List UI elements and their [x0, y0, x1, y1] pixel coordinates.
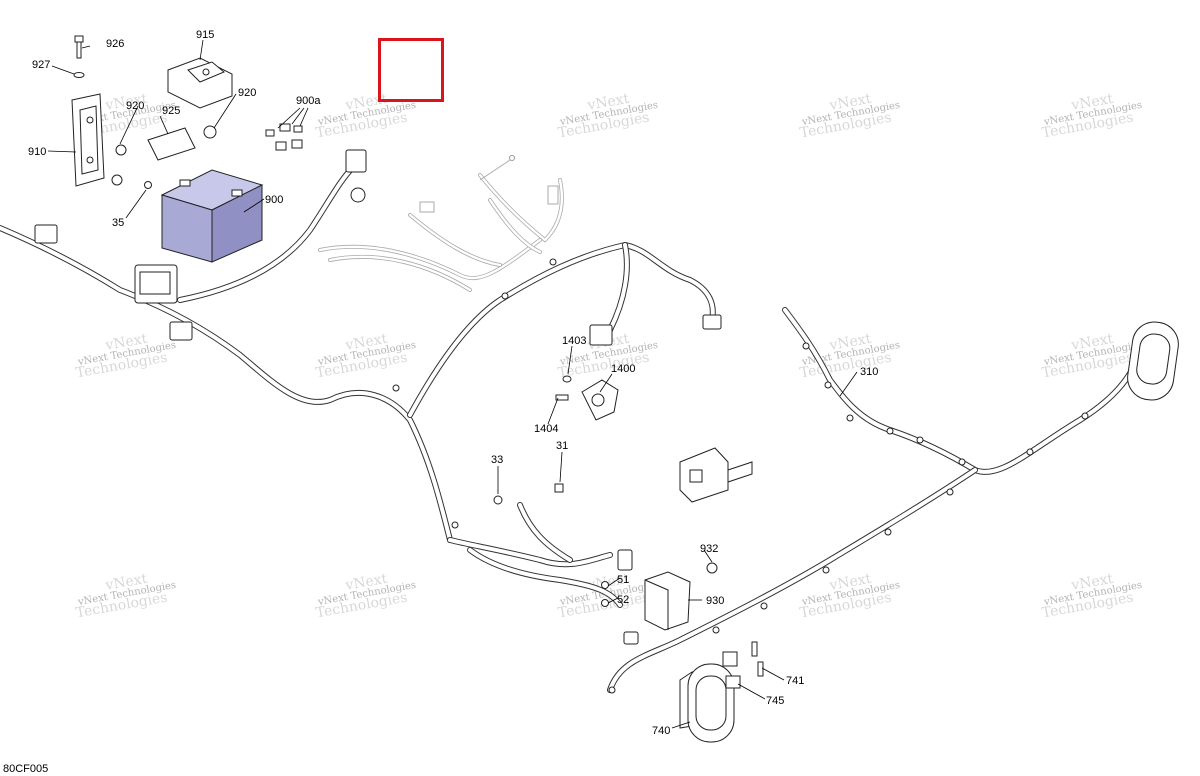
nut-920-right	[203, 125, 217, 139]
callout-labels: 926 927 915 920 900a 920 925 910 35 900 …	[28, 29, 878, 737]
watermark-line1: vNext	[343, 331, 388, 354]
nut-920-lower	[111, 174, 123, 186]
bolt-31	[554, 483, 564, 493]
connector-51	[617, 549, 633, 571]
callout-910: 910	[28, 146, 46, 158]
callout-915: 915	[196, 29, 214, 41]
sensor-1400	[555, 375, 619, 421]
callout-745: 745	[766, 695, 784, 707]
bolt-926	[73, 35, 85, 78]
fastener-52	[601, 581, 609, 589]
control-module	[679, 447, 753, 503]
nut-35	[144, 181, 152, 189]
leader-lines	[47, 39, 858, 729]
main-wire-harness	[0, 162, 716, 608]
ghost-harness	[318, 155, 564, 292]
callout-33: 33	[491, 454, 503, 466]
callout-1403: 1403	[562, 335, 586, 347]
bracket-910	[71, 93, 105, 187]
callout-740: 740	[652, 725, 670, 737]
callout-925: 925	[162, 105, 180, 117]
callout-35: 35	[112, 217, 124, 229]
callout-310: 310	[860, 366, 878, 378]
plate-925	[147, 127, 196, 161]
watermark-line1: vNext	[343, 91, 388, 114]
connector-lower	[623, 631, 639, 645]
callout-932: 932	[700, 543, 718, 555]
hardware-741-745	[722, 641, 764, 689]
callout-51: 51	[617, 574, 629, 586]
callout-31: 31	[556, 440, 568, 452]
bracket-915	[167, 57, 233, 109]
hardware-900a	[265, 123, 303, 151]
callout-927: 927	[32, 59, 50, 71]
tail-light-upper	[1127, 321, 1179, 401]
watermark-line1: vNext	[1069, 91, 1114, 114]
watermark-line1: vNext	[827, 91, 872, 114]
watermark-line1: vNext	[103, 331, 148, 354]
nut-920-left	[115, 144, 127, 156]
watermark-line1: vNext	[343, 571, 388, 594]
callout-926: 926	[106, 38, 124, 50]
watermark-line1: vNext	[827, 331, 872, 354]
watermark-line1: vNext	[103, 571, 148, 594]
battery-900	[160, 169, 264, 263]
callout-900: 900	[265, 194, 283, 206]
watermark-line1: vNext	[1069, 571, 1114, 594]
highlight-box	[378, 38, 444, 102]
figure-code: 80CF005	[3, 763, 49, 775]
watermark-line1: vNext	[827, 571, 872, 594]
tail-light-740	[679, 663, 735, 743]
clip-33	[493, 495, 503, 505]
callout-1404: 1404	[534, 423, 558, 435]
callout-52: 52	[617, 594, 629, 606]
module-930	[644, 562, 718, 631]
callout-900a: 900a	[296, 95, 321, 107]
callout-1400: 1400	[611, 363, 635, 375]
callout-920-right: 920	[238, 87, 256, 99]
harness-clips	[392, 258, 1089, 694]
callout-930: 930	[706, 595, 724, 607]
watermark-line1: vNext	[585, 91, 630, 114]
connectors-main	[34, 149, 722, 346]
callout-920-left: 920	[126, 100, 144, 112]
fastener-52b	[601, 599, 609, 607]
callout-741: 741	[786, 675, 804, 687]
watermark-line1: vNext	[103, 91, 148, 114]
watermark-line1: vNext	[1069, 331, 1114, 354]
